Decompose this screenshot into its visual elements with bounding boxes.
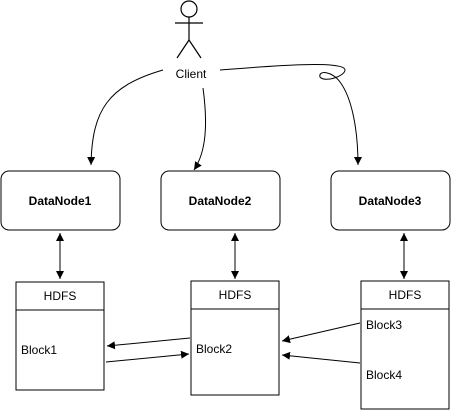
block1-to-block2-arrow — [105, 350, 190, 363]
hdfs2-block2: Block2 — [196, 342, 232, 356]
hdfs1-block1: Block1 — [21, 343, 57, 357]
block2-to-block1-arrow — [106, 337, 191, 350]
client-to-datanode2-arrow — [193, 87, 207, 171]
client-actor-icon — [175, 0, 203, 59]
client-label: Client — [176, 67, 207, 81]
datanode2-label: DataNode2 — [189, 194, 252, 208]
hdfs2-header: HDFS — [219, 288, 252, 302]
hdfs3-block4: Block4 — [366, 368, 402, 382]
datanode3-label: DataNode3 — [359, 194, 422, 208]
datanode1-label: DataNode1 — [29, 194, 92, 208]
hdfs3-box: HDFS Block3 Block4 — [360, 280, 450, 410]
client-to-datanode1-arrow — [87, 69, 164, 166]
datanode2-box: DataNode2 — [160, 170, 281, 231]
block4-to-block2-arrow — [281, 351, 361, 364]
client-to-datanode3-arrow — [219, 64, 362, 166]
block3-to-block2-arrow — [281, 322, 361, 344]
hdfs3-block3: Block3 — [366, 318, 402, 332]
datanode1-box: DataNode1 — [0, 170, 121, 231]
hdfs1-header: HDFS — [44, 289, 77, 303]
datanode3-box: DataNode3 — [330, 170, 451, 231]
hdfs3-header: HDFS — [389, 288, 422, 302]
hdfs1-box: HDFS Block1 — [15, 281, 105, 391]
hdfs2-box: HDFS Block2 — [190, 280, 280, 396]
